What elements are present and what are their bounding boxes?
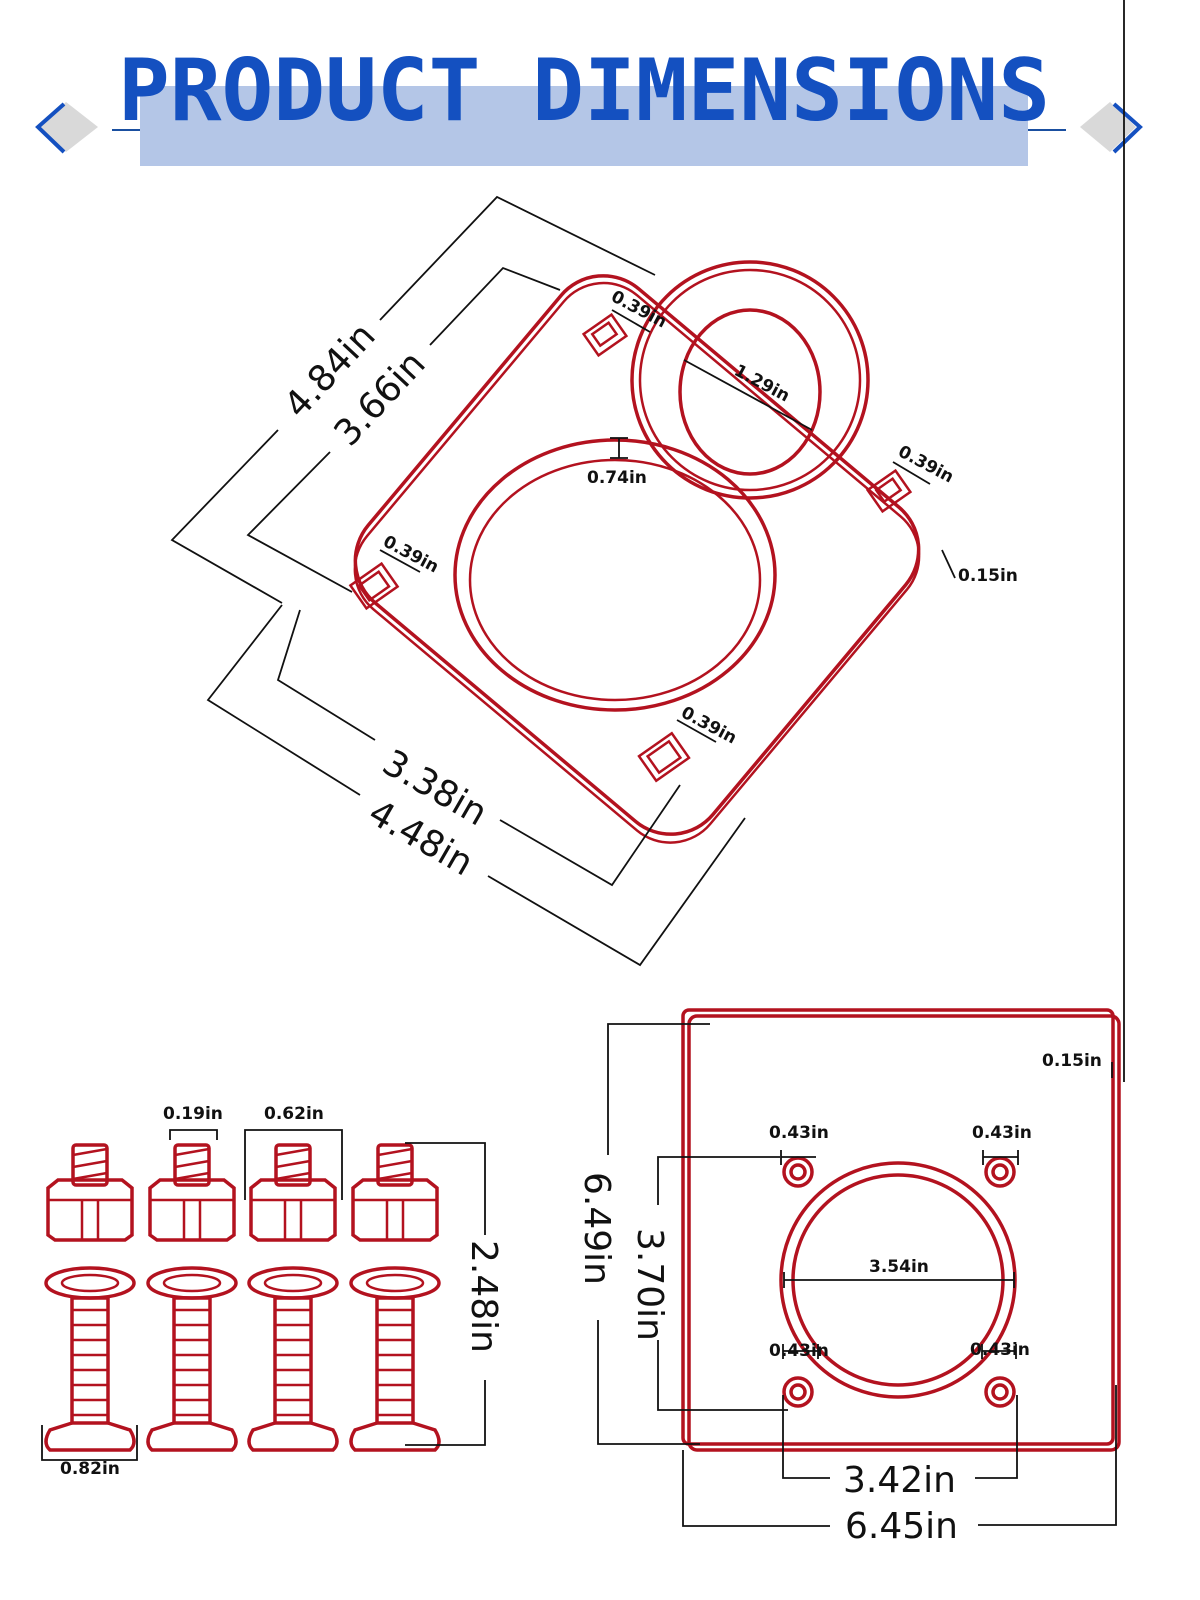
square-hole [348,312,913,783]
bolt-hole [782,1156,1016,1408]
dim-plate-height: 6.49in [576,1172,617,1285]
dim-thickness: 0.15in [958,566,1018,586]
dim-bolt-hole: 0.43in [970,1340,1030,1360]
dim-shaft-diameter: 0.19in [163,1104,223,1124]
page-title: PRODUCT DIMENSIONS [118,41,1050,141]
dim-hole-spacing-horizontal: 3.42in [843,1460,956,1501]
bolt [247,1143,339,1452]
dim-center-hole: 3.54in [869,1257,929,1277]
bolt-dimension-lines [41,1129,486,1461]
ring-hole [678,308,822,476]
bolt [146,1143,238,1452]
dim-bolt-hole: 0.43in [769,1341,829,1361]
plate-dimension-lines [597,0,1125,1527]
backing-plate-drawing: 0.15in 0.43in 0.43in 0.43in 0.43in 3.54i… [576,0,1125,1547]
left-chevron-icon [35,102,98,154]
dim-plate-width: 6.45in [845,1506,958,1547]
dim-ring-neck: 0.74in [587,468,647,488]
dim-bolt-hole: 0.43in [972,1123,1032,1143]
dim-hole-spacing-vertical: 3.70in [629,1228,670,1341]
ring-base [453,438,777,712]
bolt [349,1143,441,1452]
dim-head-diameter: 0.82in [60,1459,120,1479]
dim-plate-thickness: 0.15in [1042,1051,1102,1071]
header: PRODUCT DIMENSIONS [35,41,1143,166]
bolt [44,1143,136,1452]
ring-loop [630,260,870,500]
right-chevron-icon [1080,102,1143,154]
title-band [140,86,1028,166]
dim-bolt-length: 2.48in [463,1240,504,1353]
bolts-drawing: 0.19in 0.62in 2.48in 0.82in [41,1104,504,1479]
top-view-drawing: 4.84in 3.66in 3.38in 4.48in 1.29in 0.74i… [170,195,1018,967]
dim-bolt-hole: 0.43in [769,1123,829,1143]
dimension-lines [170,195,956,967]
dim-nut-width: 0.62in [264,1104,324,1124]
